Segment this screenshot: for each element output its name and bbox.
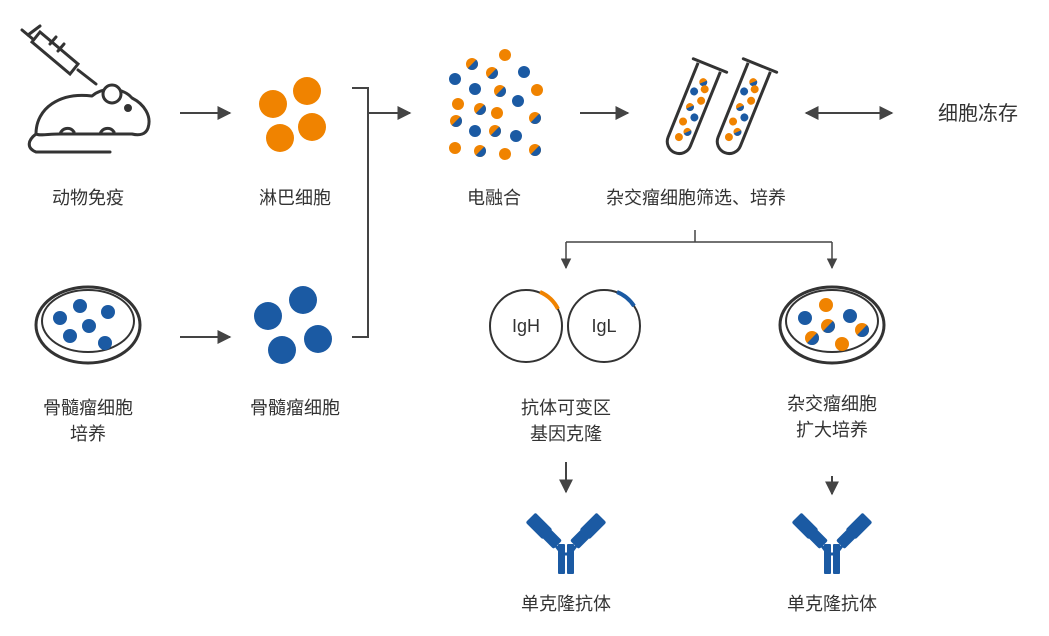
cell-dot (819, 298, 833, 312)
cell-dot (469, 83, 481, 95)
fused-cell-dot (486, 67, 498, 79)
antibody-segment (804, 525, 828, 549)
fused-cell-dot (529, 144, 541, 156)
syringe-icon (20, 24, 98, 86)
label-cell-cryopreservation: 细胞冻存 (938, 101, 1018, 125)
cell-dot (452, 98, 464, 110)
label-expansion-line2: 扩大培养 (796, 420, 868, 441)
cell-dot (518, 66, 530, 78)
antibody-icon (526, 513, 606, 574)
cell-dot (740, 87, 749, 96)
cell-dot (729, 117, 738, 126)
antibody-hinge (820, 545, 844, 556)
fused-cell-dot (466, 58, 478, 70)
cell-dot (690, 113, 699, 122)
fused-cell-dot (749, 78, 758, 87)
cell-dot (512, 95, 524, 107)
igh-plasmid: IgH (489, 289, 563, 363)
label-mab-left: 单克隆抗体 (521, 594, 611, 615)
cell-dot (835, 337, 849, 351)
label-variable-region-line1: 抗体可变区 (521, 398, 611, 419)
label-mab-right: 单克隆抗体 (787, 594, 877, 615)
label-myeloma-culture-line2: 培养 (70, 424, 106, 445)
label-lymphocyte: 淋巴细胞 (259, 188, 331, 209)
cell-dot (843, 309, 857, 323)
label-myeloma-cell: 骨髓瘤细胞 (250, 398, 340, 419)
antibody-segment (836, 525, 860, 549)
fused-cell-dot (529, 112, 541, 124)
fused-cell-dot (474, 145, 486, 157)
label-hybridoma-screening: 杂交瘤细胞筛选、培养 (606, 188, 786, 209)
cell-dot (679, 117, 688, 126)
fused-cell-dot (699, 78, 708, 87)
fused-cell-dot (855, 323, 870, 338)
cell-dot (499, 49, 511, 61)
igh-label: IgH (512, 316, 540, 336)
fused-cell-dot (450, 115, 462, 127)
cell-dot (449, 73, 461, 85)
lymphocyte-cells (259, 77, 326, 152)
fused-cell-dot (805, 331, 819, 345)
label-myeloma-culture-line1: 骨髓瘤细胞 (43, 398, 133, 419)
cell-dot (798, 311, 812, 325)
fused-cell-dot (733, 127, 742, 136)
cell-dot (747, 96, 756, 105)
cell-dot (674, 133, 683, 142)
merge-bracket (352, 87, 369, 338)
cell-dot (700, 85, 709, 94)
fused-cell-dot (685, 103, 694, 112)
fused-cell-dot (683, 127, 692, 136)
cell-dot (491, 107, 503, 119)
fusion-cells (449, 49, 543, 160)
igl-plasmid: IgL (567, 289, 641, 363)
cell-dot (690, 87, 699, 96)
antibody-segment (570, 525, 594, 549)
cell-dot (740, 113, 749, 122)
antibody-icon (792, 513, 872, 574)
fused-cell-dot (474, 103, 486, 115)
cell-dot (697, 96, 706, 105)
fused-cell-dot (494, 85, 506, 97)
cell-dot (531, 84, 543, 96)
label-animal-immunization: 动物免疫 (52, 188, 124, 209)
fused-cell-dot (735, 103, 744, 112)
fused-cell-dot (821, 319, 835, 333)
label-electrofusion: 电融合 (467, 188, 521, 209)
cell-dot (449, 142, 461, 154)
cell-dot (750, 85, 759, 94)
fused-cell-dot (489, 125, 501, 137)
cell-dot (724, 133, 733, 142)
antibody-segment (538, 525, 562, 549)
branch-connector (560, 230, 838, 270)
test-tube-icon (665, 57, 779, 155)
igl-label: IgL (591, 316, 616, 336)
mouse-icon (27, 83, 151, 154)
myeloma-cells (254, 286, 332, 364)
petri-dish-expansion-icon (778, 285, 886, 365)
label-expansion-line1: 杂交瘤细胞 (787, 394, 877, 415)
cell-dot (469, 125, 481, 137)
cell-dot (510, 130, 522, 142)
cell-dot (499, 148, 511, 160)
antibody-hinge (554, 545, 578, 556)
label-variable-region-line2: 基因克隆 (530, 424, 602, 445)
petri-dish-icon (34, 285, 142, 365)
